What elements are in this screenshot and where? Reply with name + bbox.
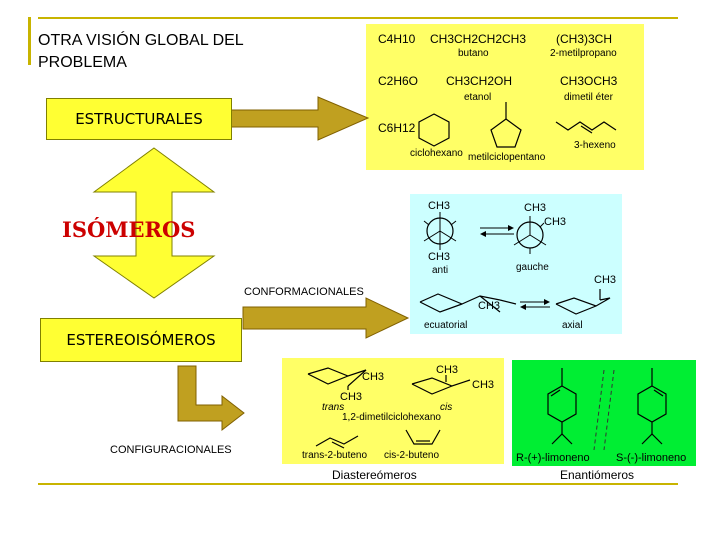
equatorial-ch3: CH3 bbox=[478, 300, 500, 312]
cis-chair-upper bbox=[411, 377, 471, 387]
enantiomer-caption: Enantiómeros bbox=[560, 468, 635, 482]
cis-side-ch3: CH3 bbox=[472, 379, 494, 391]
structural-label-text: ESTRUCTURALES bbox=[75, 110, 203, 128]
gauche-top-ch3: CH3 bbox=[524, 202, 546, 214]
s-limonene-ring-double-bond bbox=[653, 389, 664, 397]
conformational-panel: CH3 CH3 anti CH3 CH3 gauche CH3 ecuatori… bbox=[410, 194, 622, 334]
s-limonene-label: S-(-)-limoneno bbox=[616, 452, 686, 464]
cyclohexane-label: ciclohexano bbox=[410, 148, 463, 159]
conformational-drawing: CH3 CH3 anti CH3 CH3 gauche CH3 ecuatori… bbox=[419, 200, 616, 331]
trans-label: trans bbox=[322, 402, 344, 413]
methylpropane-label: 2-metilpropano bbox=[550, 48, 617, 59]
anti-bottom-ch3: CH3 bbox=[428, 251, 450, 263]
dimethylether-formula: CH3OCH3 bbox=[560, 74, 618, 88]
configurational-arrow bbox=[177, 365, 245, 432]
structural-label: ESTRUCTURALES bbox=[46, 98, 232, 140]
formula-c4h10: C4H10 bbox=[378, 32, 416, 46]
frame-left-line bbox=[28, 17, 31, 65]
formula-c2h6o: C2H6O bbox=[378, 74, 418, 88]
equilibrium-arrow-head-left bbox=[480, 231, 486, 237]
ethanol-label: etanol bbox=[464, 92, 491, 103]
axial-label: axial bbox=[562, 320, 583, 331]
frame-bottom-line bbox=[38, 483, 678, 485]
equatorial-chair-side bbox=[479, 295, 501, 313]
r-limonene-label: R-(+)-limoneno bbox=[516, 452, 590, 464]
cis-butene-chain bbox=[405, 429, 441, 445]
gauche-label: gauche bbox=[516, 262, 549, 273]
cis-chair-lower bbox=[411, 383, 453, 395]
dimethylcyclohexane-label: 1,2-dimetilciclohexano bbox=[342, 412, 441, 423]
methylpropane-formula: (CH3)3CH bbox=[556, 32, 612, 46]
methylcyclopentane-shape bbox=[490, 118, 522, 148]
trans-butene-label: trans-2-buteno bbox=[302, 450, 367, 461]
gauche-front-bond-3 bbox=[529, 234, 547, 246]
diastereomer-caption: Diastereómeros bbox=[332, 468, 417, 482]
s-limonene-isopropenyl bbox=[641, 433, 663, 445]
gauche-front-bond-2 bbox=[513, 234, 531, 246]
equatorial-label: ecuatorial bbox=[424, 320, 467, 331]
isomer-double-arrow bbox=[92, 147, 216, 299]
anti-front-bond-2 bbox=[423, 230, 441, 242]
axial-chair-lower bbox=[555, 303, 597, 315]
methylcyclopentane-label: metilciclopentano bbox=[468, 152, 546, 163]
conformational-arrow bbox=[242, 297, 410, 339]
structural-panel: C4H10 CH3CH2CH2CH3 butano (CH3)3CH 2-met… bbox=[366, 24, 644, 170]
equatorial-methyl-bond bbox=[499, 299, 517, 305]
r-limonene-isopropenyl bbox=[551, 433, 573, 445]
anti-front-bond-3 bbox=[439, 230, 457, 242]
ethanol-formula: CH3CH2OH bbox=[446, 74, 512, 88]
gauche-side-ch3: CH3 bbox=[544, 216, 566, 228]
conformational-caption: CONFORMACIONALES bbox=[244, 286, 364, 298]
hexene-double-bond bbox=[580, 125, 593, 134]
trans-lower-ch3: CH3 bbox=[340, 391, 362, 403]
configurational-caption: CONFIGURACIONALES bbox=[110, 444, 232, 456]
equatorial-chair-lower bbox=[419, 301, 463, 313]
hexene-label: 3-hexeno bbox=[574, 140, 616, 151]
cis-butene-label: cis-2-buteno bbox=[384, 450, 439, 461]
stereoisomer-label: ESTEREOISÓMEROS bbox=[40, 318, 242, 362]
trans-butene-chain bbox=[315, 435, 359, 447]
butane-label: butano bbox=[458, 48, 489, 59]
enantiomer-drawing: R-(+)-limoneno S-(-)-limoneno bbox=[516, 368, 686, 464]
trans-chair-side bbox=[347, 369, 367, 387]
cis-label: cis bbox=[440, 402, 452, 413]
trans-upper-ch3: CH3 bbox=[362, 371, 384, 383]
hexene-chain bbox=[555, 121, 617, 131]
trans-butene-double-bond bbox=[331, 441, 345, 449]
frame-top-line bbox=[38, 17, 678, 19]
r-limonene-ring-double-bond bbox=[550, 389, 561, 397]
anti-label: anti bbox=[432, 265, 448, 276]
anti-back-bond-3 bbox=[450, 220, 457, 226]
diastereomer-drawing: CH3 CH3 trans CH3 CH3 cis 1,2-dimetilcic… bbox=[302, 364, 494, 461]
trans-chair-lower bbox=[307, 373, 349, 385]
gauche-back-bond-1 bbox=[539, 222, 545, 228]
enantiomer-panel: R-(+)-limoneno S-(-)-limoneno bbox=[512, 360, 696, 466]
structural-arrow bbox=[229, 96, 370, 141]
slide-title: OTRA VISIÓN GLOBAL DEL PROBLEMA bbox=[38, 32, 244, 71]
structural-drawing: C4H10 CH3CH2CH2CH3 butano (CH3)3CH 2-met… bbox=[378, 32, 618, 163]
equilibrium-arrow-head-right bbox=[508, 225, 514, 231]
dimethylether-label: dimetil éter bbox=[564, 92, 614, 103]
anti-back-bond-2 bbox=[423, 220, 430, 226]
diastereomer-panel: CH3 CH3 trans CH3 CH3 cis 1,2-dimetilcic… bbox=[282, 358, 504, 464]
anti-top-ch3: CH3 bbox=[428, 200, 450, 212]
ring-flip-arrow-head-right bbox=[544, 299, 550, 305]
butane-formula: CH3CH2CH2CH3 bbox=[430, 32, 526, 46]
trans-chair-upper bbox=[307, 367, 367, 377]
cyclohexane-shape bbox=[418, 113, 450, 147]
cis-upper-ch3: CH3 bbox=[436, 364, 458, 376]
formula-c6h12: C6H12 bbox=[378, 121, 416, 135]
axial-ch3: CH3 bbox=[594, 274, 616, 286]
isomer-label: ISÓMEROS bbox=[62, 217, 196, 242]
ring-flip-arrow-head-left bbox=[520, 304, 526, 310]
stereoisomer-label-text: ESTEREOISÓMEROS bbox=[66, 331, 216, 349]
